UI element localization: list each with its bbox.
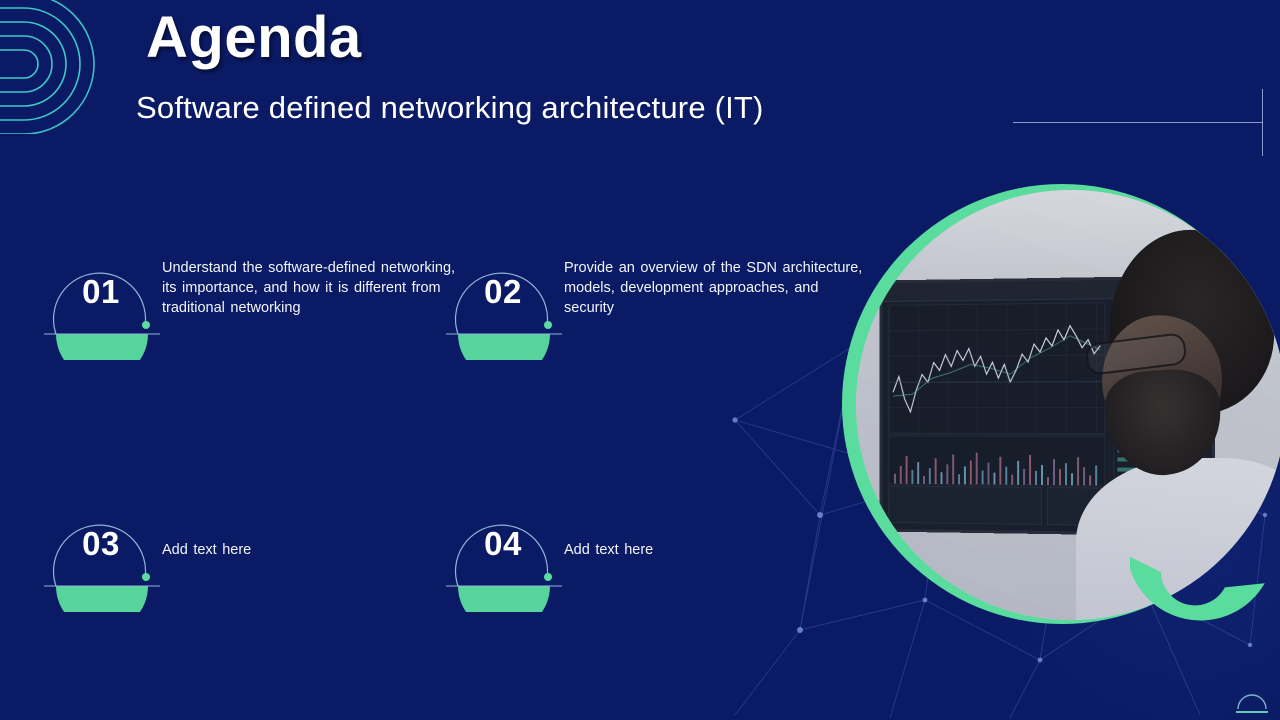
agenda-item-01[interactable]: 01 Understand the software-defined netwo…: [42, 250, 472, 360]
agenda-text-01: Understand the software-defined networki…: [162, 260, 456, 316]
trading-screens-photo: [856, 190, 1280, 620]
agenda-text-04: Add text here: [564, 542, 654, 558]
page-title: Agenda: [146, 5, 362, 70]
person-body: [1076, 458, 1280, 620]
agenda-marker-01: 01: [42, 250, 162, 360]
agenda-text-02: Provide an overview of the SDN architect…: [564, 260, 863, 316]
page-subtitle: Software defined networking architecture…: [136, 90, 764, 125]
nested-d-curves-icon: [0, 0, 150, 135]
agenda-marker-04: 04: [444, 502, 564, 612]
photo-circle-wrap: [842, 184, 1280, 624]
header-divider-end-tick: [1262, 89, 1263, 156]
order-panel-left: [888, 485, 1042, 525]
agenda-marker-03: 03: [42, 502, 162, 612]
agenda-text-03: Add text here: [162, 542, 252, 558]
arch-dome-logo-icon: [1232, 685, 1272, 715]
person-figure: [1066, 220, 1280, 620]
agenda-item-03[interactable]: 03 Add text here: [42, 502, 472, 612]
agenda-item-02[interactable]: 02 Provide an overview of the SDN archit…: [444, 250, 874, 360]
volume-chart: [888, 435, 1106, 487]
monitor-screen: [879, 275, 1215, 537]
title-block: Agenda: [146, 5, 1046, 70]
header-divider: [1013, 122, 1263, 123]
agenda-item-04[interactable]: 04 Add text here: [444, 502, 874, 612]
agenda-marker-02: 02: [444, 250, 564, 360]
